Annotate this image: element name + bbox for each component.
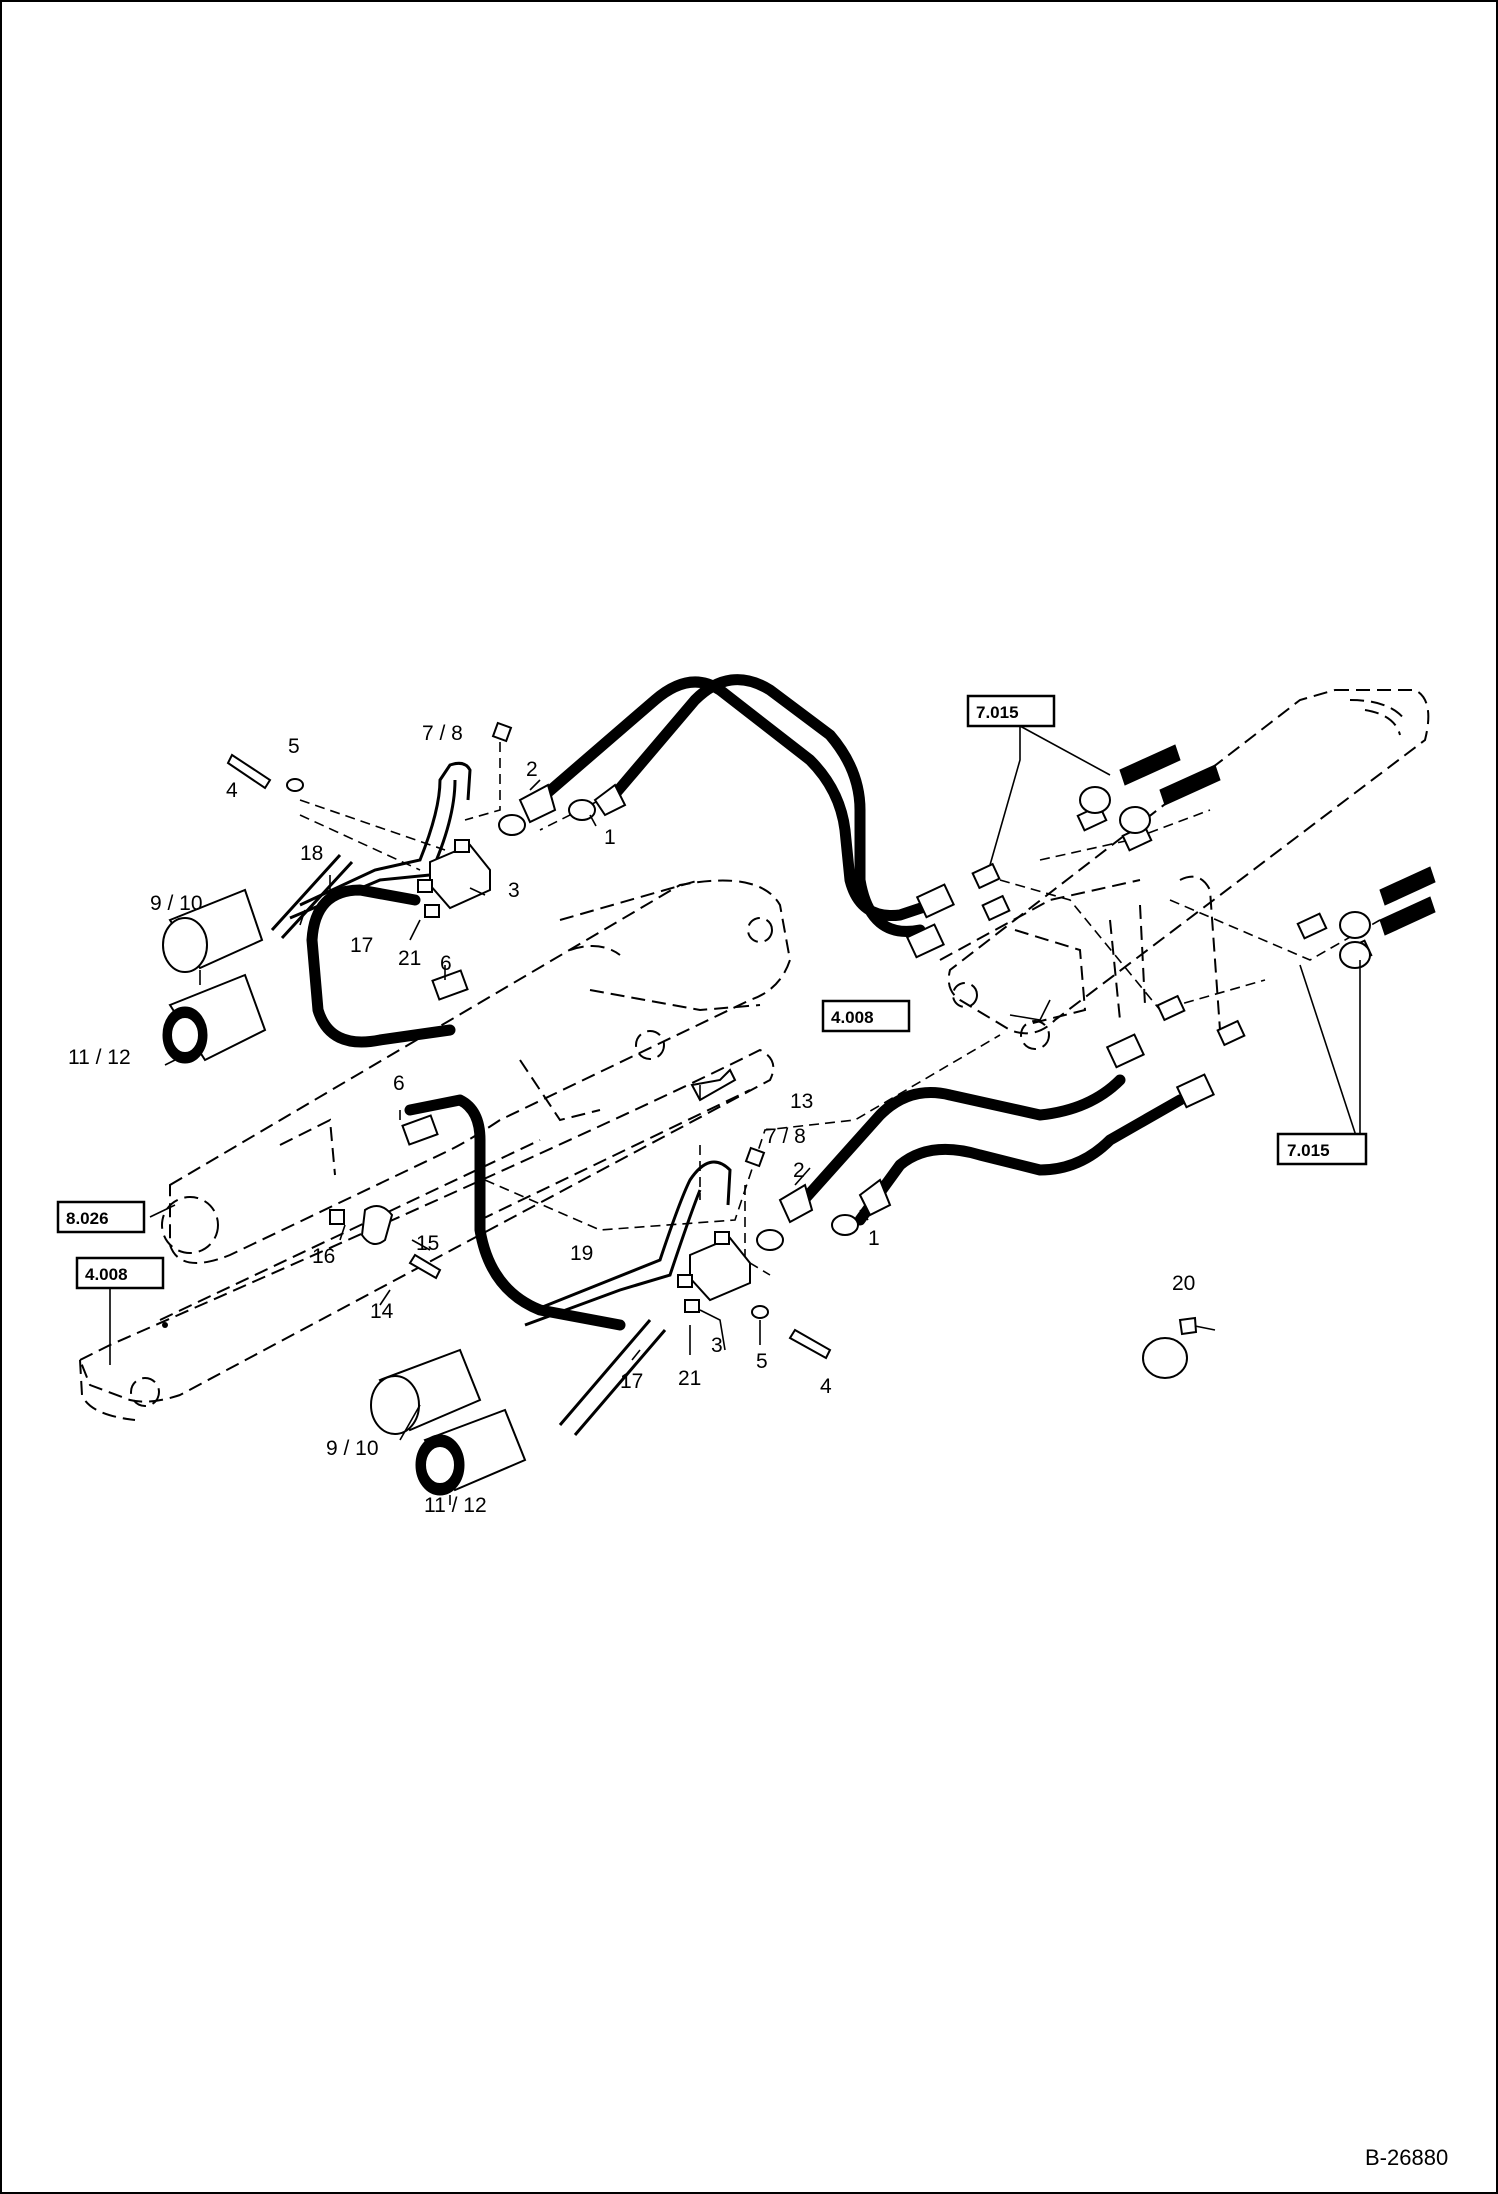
small-hardware: [226, 721, 832, 1360]
callout-3-lower: 3: [711, 1334, 723, 1357]
reference-box-8026: 8.026: [56, 1200, 146, 1234]
callout-4-upper: 4: [226, 779, 238, 802]
callout-16: 16: [312, 1245, 335, 1268]
callout-17-upper: 17: [350, 934, 373, 957]
callout-17-lower: 17: [620, 1370, 643, 1393]
callout-labels: 4 5 7 / 8 2 1 18 3 9 / 10 21 17 6 11 / 1…: [68, 722, 1195, 1517]
callout-4-lower: 4: [820, 1375, 832, 1398]
svg-text:4.008: 4.008: [831, 1008, 874, 1027]
boom-arm-lower-outline: [78, 1048, 775, 1421]
document-number: B-26880: [1365, 2145, 1448, 2170]
callout-1-upper: 1: [604, 826, 616, 849]
callout-21-upper: 21: [398, 947, 421, 970]
callout-11-12-lower: 11 / 12: [424, 1494, 487, 1517]
valve-block-upper: [417, 839, 491, 918]
cable-tie: [1142, 1316, 1216, 1379]
reference-boxes: 7.015 4.008 7.015 8.026 4.008: [56, 694, 1368, 1290]
callout-13: 13: [790, 1090, 813, 1113]
rigid-pipes: [270, 761, 732, 1436]
callout-7-8-lower: 7 / 8: [765, 1125, 806, 1148]
callout-7-8-upper: 7 / 8: [422, 722, 463, 745]
svg-text:7.015: 7.015: [1287, 1141, 1330, 1160]
leader-lines: [109, 725, 1361, 1505]
reference-box-4008-left: 4.008: [75, 1256, 165, 1290]
callout-9-10-upper: 9 / 10: [150, 892, 203, 915]
callout-21-lower: 21: [678, 1367, 701, 1390]
svg-text:7.015: 7.015: [976, 703, 1019, 722]
callout-20: 20: [1172, 1272, 1195, 1295]
callout-6-upper: 6: [440, 952, 452, 975]
callout-3-upper: 3: [508, 879, 520, 902]
reference-box-7015-bottom: 7.015: [1276, 1132, 1368, 1166]
callout-11-12-upper: 11 / 12: [68, 1046, 131, 1069]
bulkhead-couplers-7015: [1079, 744, 1436, 969]
callout-5-lower: 5: [756, 1350, 768, 1373]
svg-text:4.008: 4.008: [85, 1265, 128, 1284]
callout-9-10-lower: 9 / 10: [326, 1437, 379, 1460]
reference-box-7015-top: 7.015: [966, 694, 1056, 728]
hydraulic-hoses: [306, 674, 1186, 1331]
hose-end-fittings: [401, 783, 1215, 1251]
boom-arm-center-outline: [161, 879, 792, 1264]
installation-guides: [299, 742, 1381, 1276]
callout-6-lower: 6: [393, 1072, 405, 1095]
quick-couplers: [162, 888, 527, 1496]
callout-15: 15: [416, 1232, 439, 1255]
callout-5-upper: 5: [288, 735, 300, 758]
callout-2-lower: 2: [793, 1159, 805, 1182]
reference-box-4008-right: 4.008: [821, 999, 911, 1033]
adapter-nuts: [971, 804, 1373, 1047]
callout-2-upper: 2: [526, 758, 538, 781]
svg-text:8.026: 8.026: [66, 1209, 109, 1228]
callout-14: 14: [370, 1300, 394, 1323]
callout-19: 19: [570, 1242, 593, 1265]
callout-1-lower: 1: [868, 1227, 880, 1250]
boom-arm-right-outline: [939, 689, 1430, 1050]
valve-block-lower: [677, 1231, 751, 1313]
callout-18: 18: [300, 842, 323, 865]
